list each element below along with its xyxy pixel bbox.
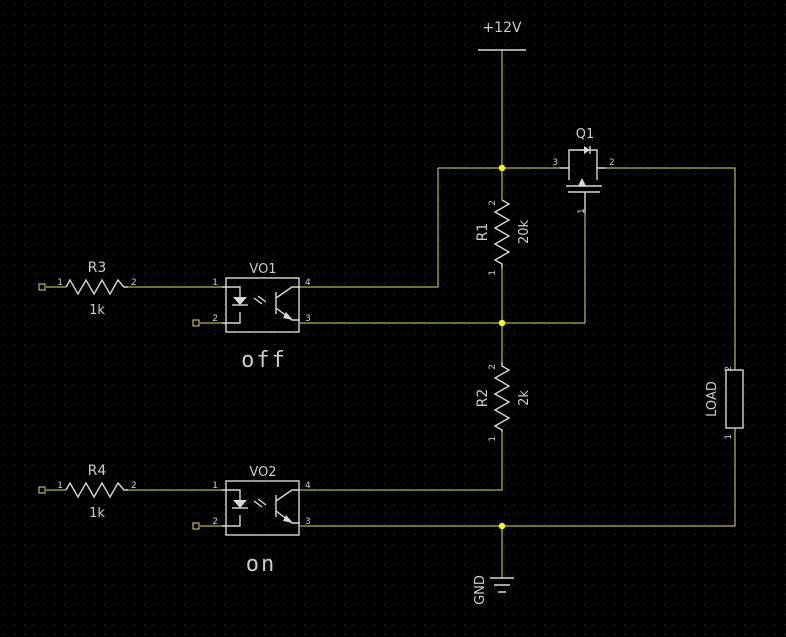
q1-pin-source: 3 [552,158,558,168]
load-label: LOAD [705,381,720,417]
load-pin-b: 2 [724,366,734,372]
resistor-r1[interactable]: 2 1 R1 20k [475,199,532,276]
gnd-icon [490,577,514,593]
q1-name: Q1 [576,127,595,142]
vo2-led-icon [233,500,247,508]
junction-mid [498,319,506,327]
load-pin-a: 1 [724,434,734,440]
r4-name: R4 [88,463,107,479]
q1-pin-gate: 1 [577,208,587,214]
vo2-pin2: 2 [212,517,218,527]
vo2-name: VO2 [249,465,276,480]
load[interactable]: 2 1 LOAD [705,366,744,440]
vo2-pin1: 1 [212,481,218,491]
terminal-r4-in [38,486,46,494]
r3-zigzag [65,278,128,296]
gnd-symbol[interactable]: GND [473,575,514,605]
r3-pin-b: 2 [131,278,137,288]
vo1-pin3: 3 [305,314,311,324]
vo1-led-icon [233,297,247,305]
junctions [498,164,506,530]
r3-pin-a: 1 [57,278,63,288]
optocoupler-vo1[interactable]: 1 2 3 4 VO1 [212,262,311,333]
input-terminals[interactable] [38,283,200,530]
vo2-led-leads [222,489,241,527]
vo2-phototransistor-icon [275,489,300,524]
r2-pin-a: 1 [488,436,498,442]
gnd-label: GND [473,575,488,605]
r2-zigzag [493,362,511,432]
vo2-pin3: 3 [305,517,311,527]
q1-diode-icon [584,146,590,154]
resistor-r2[interactable]: 2 1 R2 2k [475,362,532,442]
junction-gnd [498,522,506,530]
r2-name: R2 [475,389,491,408]
mosfet-q1[interactable]: Q1 3 2 1 [552,127,614,214]
resistor-r4[interactable]: 1 2 R4 1k [57,463,136,521]
r3-value: 1k [89,303,105,318]
resistor-r3[interactable]: 1 2 R3 1k [57,260,136,318]
load-body [725,369,744,429]
optocoupler-vo2[interactable]: 1 2 3 4 VO2 [212,465,311,536]
terminal-vo1-pin2 [192,319,200,327]
vo1-caption: off [241,348,287,373]
r2-value: 2k [517,390,532,406]
vcc-symbol[interactable]: +12V [478,20,526,51]
terminal-r3-in [38,283,46,291]
r2-pin-b: 2 [488,364,498,370]
wire-drain-load [606,167,736,370]
junction-vcc [498,164,506,172]
r1-value: 20k [517,219,532,244]
r4-value: 1k [89,506,105,521]
vo1-pin1: 1 [212,278,218,288]
vo1-light-icon [253,295,267,305]
vcc-label: +12V [482,20,522,36]
r1-zigzag [493,199,511,268]
terminal-vo2-pin2 [192,522,200,530]
wire-vo2-load [300,428,736,527]
vo2-body [225,480,300,536]
vo2-light-icon [253,498,267,508]
vo1-led-leads [222,286,241,324]
vo2-pin4: 4 [305,481,311,491]
vo1-pin4: 4 [305,278,311,288]
r1-pin-b: 2 [488,200,498,206]
wire-vo1-pin4 [300,168,439,288]
vo2-caption: on [246,552,277,577]
vo1-name: VO1 [249,262,276,277]
r1-pin-a: 1 [488,270,498,276]
r4-zigzag [65,481,128,499]
r4-pin-a: 1 [57,481,63,491]
r4-pin-b: 2 [131,481,137,491]
wire-r2-vo2 [300,432,503,491]
q1-pin-drain: 2 [609,158,615,168]
r1-name: R1 [475,223,491,242]
r3-name: R3 [88,260,107,276]
vo1-phototransistor-icon [275,286,300,321]
vo1-pin2: 2 [212,314,218,324]
vo1-body [225,277,300,333]
